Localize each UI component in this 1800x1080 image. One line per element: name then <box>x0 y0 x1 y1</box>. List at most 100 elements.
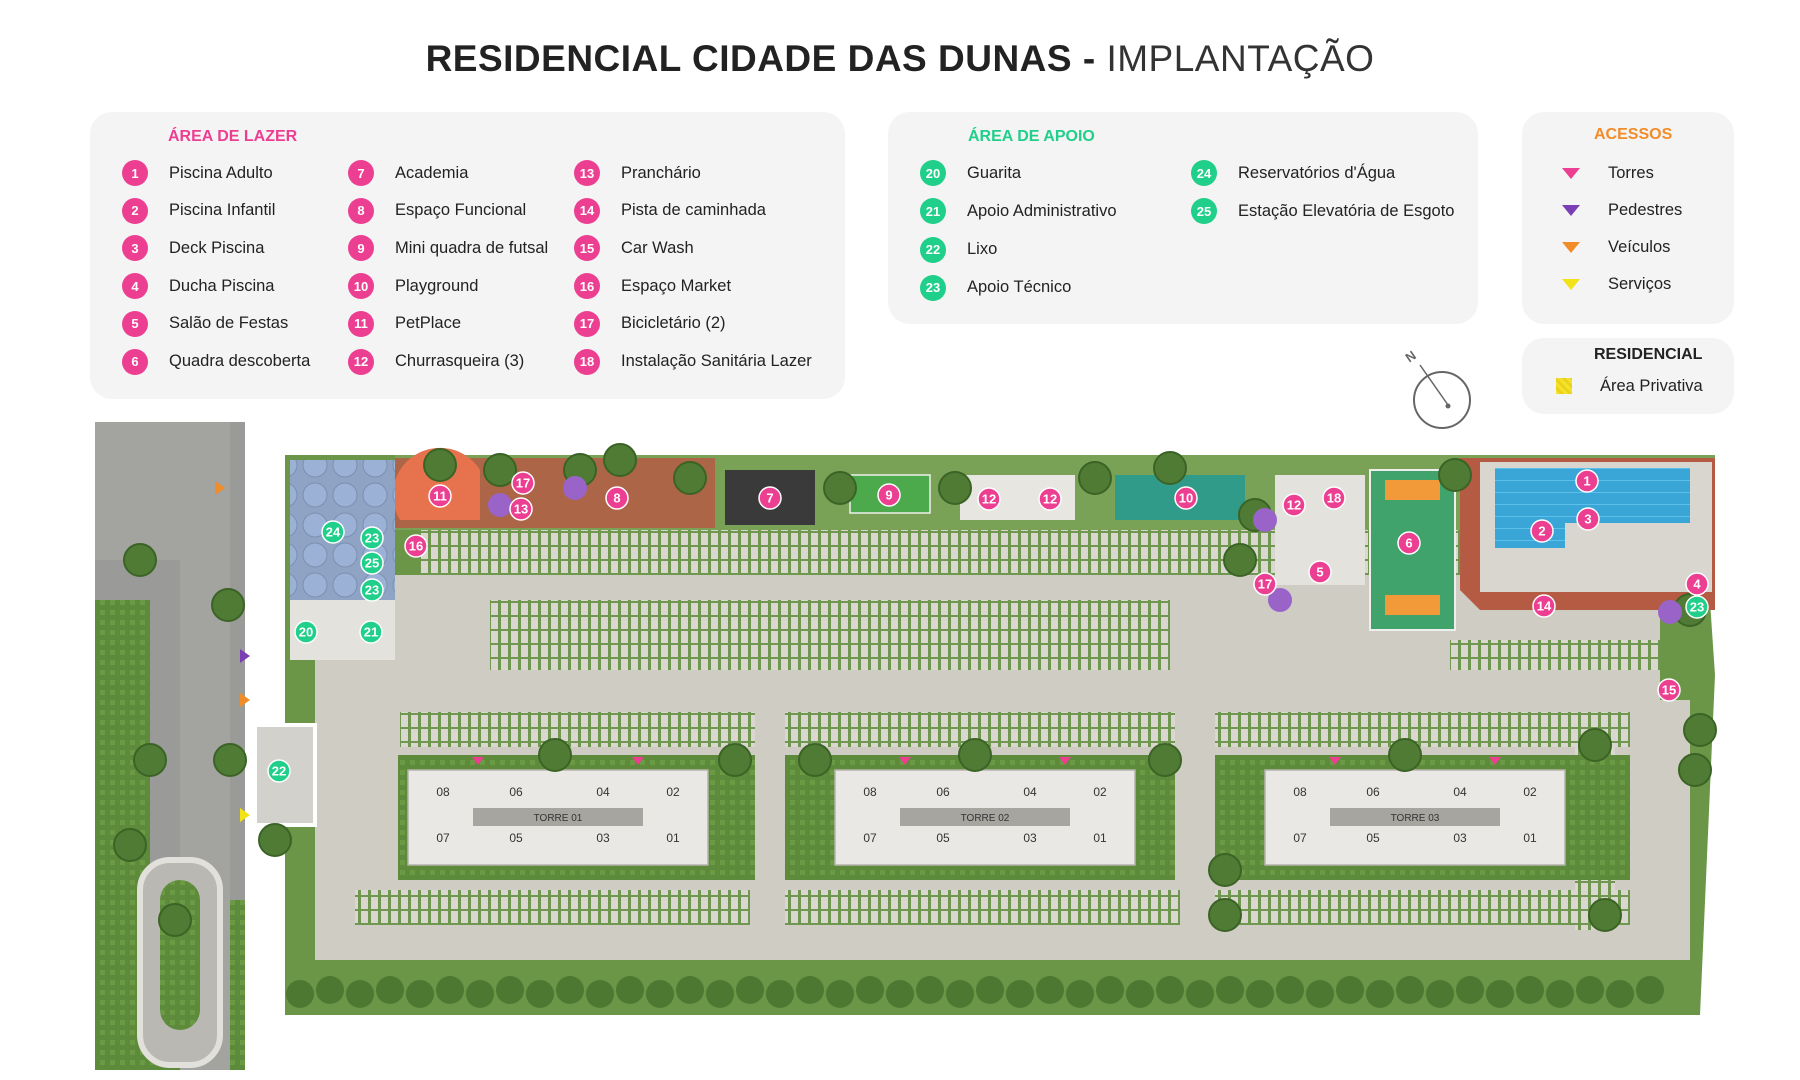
tree <box>826 980 854 1008</box>
tree <box>1438 458 1472 492</box>
tree <box>946 980 974 1008</box>
svg-text:13: 13 <box>514 502 528 517</box>
tree <box>736 976 764 1004</box>
svg-text:18: 18 <box>1327 491 1341 506</box>
tree <box>123 543 157 577</box>
unit-label: 03 <box>1453 831 1467 845</box>
lazer-label: Churrasqueira (3) <box>395 352 525 370</box>
tree <box>556 976 584 1004</box>
lazer-badge-7: 7 <box>348 160 374 186</box>
apoio-label: Estação Elevatória de Esgoto <box>1238 201 1455 220</box>
unit-label: 02 <box>1523 785 1537 799</box>
tree <box>823 471 857 505</box>
flowering-tree <box>563 476 587 500</box>
tree <box>1486 980 1514 1008</box>
map-marker-15: 15 <box>1657 678 1681 702</box>
unit-label: 07 <box>436 831 450 845</box>
map-marker-8: 8 <box>605 486 629 510</box>
tree <box>466 980 494 1008</box>
unit-label: 06 <box>509 785 523 799</box>
tree <box>1636 976 1664 1004</box>
torre-label: TORRE 01 <box>534 813 583 824</box>
tree <box>1456 976 1484 1004</box>
tree <box>346 980 374 1008</box>
map-marker-23: 23 <box>1685 595 1709 619</box>
acesso-triangle-icon <box>1562 242 1580 254</box>
lazer-label: Piscina Adulto <box>169 163 273 182</box>
access-marker <box>240 693 250 707</box>
map-marker-17: 17 <box>1253 572 1277 596</box>
unit-label: 04 <box>596 785 610 799</box>
acesso-torres: Torres <box>1558 159 1654 187</box>
legend-lazer-panel: ÁREA DE LAZER <box>90 112 845 399</box>
map-marker-23: 23 <box>360 526 384 550</box>
svg-text:11: 11 <box>433 489 447 504</box>
tree <box>1276 976 1304 1004</box>
unit-label: 05 <box>509 831 523 845</box>
lazer-badge-11: 11 <box>348 310 374 337</box>
svg-text:22: 22 <box>272 764 286 779</box>
tree <box>406 980 434 1008</box>
lazer-badge-5: 5 <box>122 310 148 337</box>
legend-lazer-heading: ÁREA DE LAZER <box>168 128 298 145</box>
acesso-triangle-icon <box>1562 167 1580 179</box>
tree <box>423 448 457 482</box>
svg-text:23: 23 <box>365 583 379 598</box>
lazer-label: Pranchário <box>621 163 701 182</box>
lazer-badge-18: 18 <box>574 348 600 375</box>
tree <box>706 980 734 1008</box>
tree <box>916 976 944 1004</box>
svg-text:4: 4 <box>1693 577 1701 592</box>
map-marker-5: 5 <box>1308 560 1332 584</box>
lazer-badge-15: 15 <box>574 235 600 262</box>
tree <box>496 976 524 1004</box>
legend-area-privativa: Área Privativa <box>1552 372 1703 400</box>
lazer-item-1: 1 Piscina Adulto <box>122 159 273 187</box>
lazer-badge-1: 1 <box>122 160 148 186</box>
unit-label: 08 <box>863 785 877 799</box>
svg-text:8: 8 <box>613 491 620 506</box>
apoio-badge-22: 22 <box>920 236 946 263</box>
unit-label: 01 <box>666 831 680 845</box>
lazer-label: Instalação Sanitária Lazer <box>621 352 812 370</box>
tree <box>1246 980 1274 1008</box>
tree <box>436 976 464 1004</box>
tree <box>1148 743 1182 777</box>
flowering-tree <box>488 493 512 517</box>
tree <box>286 980 314 1008</box>
tree <box>1546 980 1574 1008</box>
svg-text:6: 6 <box>1405 536 1412 551</box>
lazer-label: Espaço Funcional <box>395 201 527 220</box>
torre-access-marker <box>632 757 644 765</box>
apoio-label: Guarita <box>967 163 1022 182</box>
tree <box>1606 980 1634 1008</box>
map-marker-6: 6 <box>1397 531 1421 555</box>
tree <box>1426 980 1454 1008</box>
svg-text:21: 21 <box>364 625 378 640</box>
lazer-badge-3: 3 <box>122 235 148 262</box>
parking-central <box>490 600 1170 670</box>
apoio-label: Reservatórios d'Água <box>1238 163 1396 182</box>
lazer-badge-6: 6 <box>122 348 148 375</box>
acesso-label: Torres <box>1608 163 1654 182</box>
tree <box>646 980 674 1008</box>
map-marker-12: 12 <box>1038 487 1062 511</box>
compass-icon <box>1413 364 1471 429</box>
map-marker-13: 13 <box>509 497 533 521</box>
lazer-label: Piscina Infantil <box>169 201 276 220</box>
map-marker-11: 11 <box>428 484 452 508</box>
map-marker-23: 23 <box>360 578 384 602</box>
tree <box>1096 976 1124 1004</box>
acesso-veículos: Veículos <box>1558 234 1670 262</box>
tree <box>1683 713 1717 747</box>
